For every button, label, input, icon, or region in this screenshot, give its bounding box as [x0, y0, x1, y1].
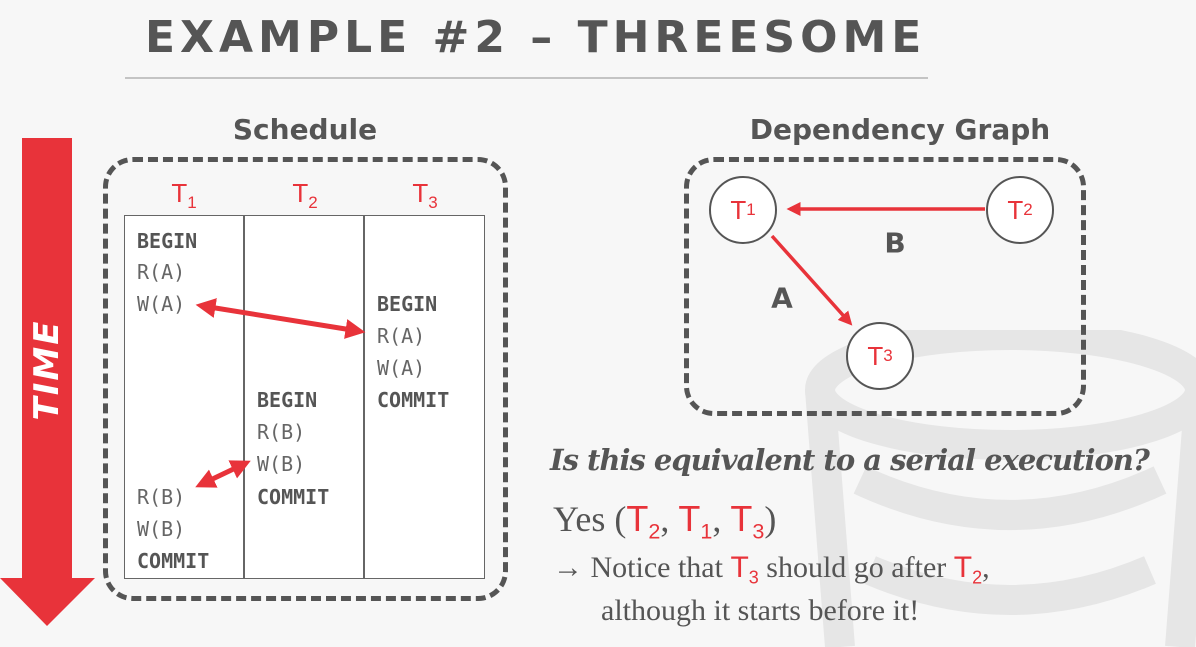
t1-op: W(B): [137, 517, 186, 541]
note-line-1: → Notice that T3 should go after T2,: [553, 551, 990, 588]
note-line-2: although it starts before it!: [601, 594, 920, 627]
schedule-table: [124, 215, 485, 579]
t2-op: W(B): [257, 452, 306, 476]
column-header-t1: T1: [171, 178, 197, 212]
t3-op: BEGIN: [377, 292, 438, 316]
database-logo-watermark: [805, 330, 1196, 647]
column-header-t3: T3: [412, 178, 438, 212]
graph-box: [684, 157, 1086, 416]
graph-edge-a: [770, 234, 853, 326]
t3-op: W(A): [377, 356, 426, 380]
conflict-arrow-b: [195, 460, 251, 488]
conflict-arrow-a: [195, 298, 366, 339]
slide-title: EXAMPLE #2 – THREESOME: [145, 12, 927, 63]
schedule-title: Schedule: [232, 113, 378, 146]
t2-op: BEGIN: [257, 388, 318, 412]
t2-op: R(B): [257, 420, 306, 444]
dependency-graph-title: Dependency Graph: [749, 113, 1051, 146]
answer-text: Yes (T2, T1, T3): [553, 498, 777, 544]
t1-op: R(B): [137, 485, 186, 509]
t1-op: COMMIT: [137, 549, 210, 573]
t1-op: R(A): [137, 260, 186, 284]
edge-label-b: B: [884, 226, 906, 260]
t2-op: COMMIT: [257, 485, 330, 509]
arrow-right-icon: →: [553, 551, 583, 584]
question-text: Is this equivalent to a serial execution…: [550, 443, 1150, 477]
t1-op: BEGIN: [137, 229, 198, 253]
title-divider: [125, 77, 928, 79]
edge-label-a: A: [771, 281, 793, 315]
t3-op: COMMIT: [377, 388, 450, 412]
column-divider: [363, 215, 365, 579]
column-header-t2: T2: [292, 178, 318, 212]
t3-op: R(A): [377, 324, 426, 348]
time-arrow-icon: [0, 138, 95, 626]
t1-op: W(A): [137, 292, 186, 316]
schedule-box: [103, 157, 508, 601]
column-divider: [243, 215, 245, 579]
